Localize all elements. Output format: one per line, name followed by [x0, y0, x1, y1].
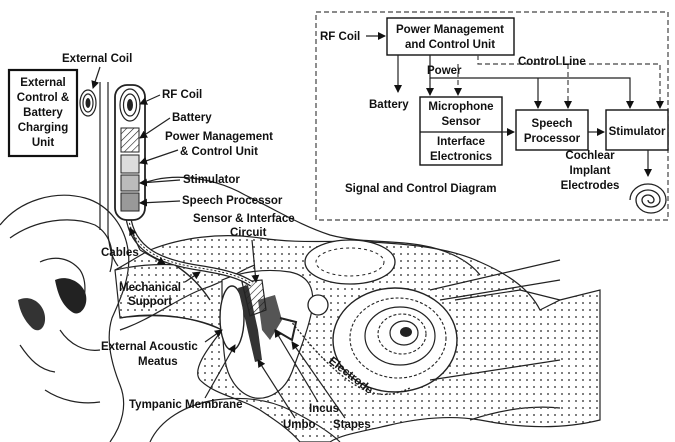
label-incus: Incus	[309, 403, 339, 415]
ext-unit-line-3: Battery	[23, 107, 63, 119]
label-mechanical-2: Support	[128, 296, 172, 308]
ext-unit-line-1: External	[20, 77, 65, 89]
label-external-coil: External Coil	[62, 53, 132, 65]
ext-unit-line-5: Unit	[32, 137, 55, 149]
diag-pmcu-line-1: Power Management	[396, 24, 504, 36]
label-mechanical-1: Mechanical	[119, 282, 181, 294]
ext-unit-line-2: Control &	[17, 92, 69, 104]
diag-speech-line-2: Processor	[524, 133, 581, 145]
signal-control-diagram: RF Coil Power Management and Control Uni…	[316, 12, 668, 220]
concha-shading-2	[18, 298, 45, 330]
rf-coil-spiral	[120, 89, 140, 121]
label-meatus-2: Meatus	[138, 356, 178, 368]
label-power-mgmt-1: Power Management	[165, 131, 273, 143]
label-tympanic-membrane: Tympanic Membrane	[129, 399, 243, 411]
label-stapes: Stapes	[333, 419, 371, 431]
label-meatus-1: External Acoustic	[101, 341, 198, 353]
vestibular-canal	[305, 240, 395, 284]
diag-power-label: Power	[427, 65, 462, 77]
label-sensor-2: Circuit	[230, 227, 267, 239]
diag-pmcu-line-2: and Control Unit	[405, 39, 495, 51]
diag-speech-line-1: Speech	[532, 118, 573, 130]
label-cables: Cables	[101, 247, 139, 259]
diag-iface-line-1: Interface	[437, 136, 485, 148]
label-battery: Battery	[172, 112, 212, 124]
stimulator-cell	[121, 175, 139, 191]
diag-rf-coil-label: RF Coil	[320, 31, 360, 43]
diag-cochlear-line-3: Electrodes	[561, 180, 620, 192]
label-sensor-1: Sensor & Interface	[193, 213, 295, 225]
diag-mic-line-2: Sensor	[442, 116, 482, 128]
diag-iface-line-2: Electronics	[430, 151, 492, 163]
diag-title: Signal and Control Diagram	[345, 183, 496, 195]
diag-cochlear-line-2: Implant	[570, 165, 611, 177]
label-speech-processor: Speech Processor	[182, 195, 283, 207]
power-mgmt-cell	[121, 155, 139, 173]
diag-mic-line-1: Microphone	[428, 101, 493, 113]
label-rf-coil: RF Coil	[162, 89, 202, 101]
diag-control-line-label: Control Line	[518, 56, 586, 68]
battery-cell	[121, 128, 139, 152]
ext-unit-line-4: Charging	[18, 122, 68, 134]
label-stimulator: Stimulator	[183, 174, 240, 186]
speech-processor-cell	[121, 193, 139, 211]
diag-cochlear-line-1: Cochlear	[565, 150, 615, 162]
label-power-mgmt-2: & Control Unit	[180, 146, 258, 158]
concha-shading	[55, 278, 86, 313]
diag-battery-label: Battery	[369, 99, 409, 111]
diag-stimulator-label: Stimulator	[609, 126, 666, 138]
label-umbo: Umbo	[283, 419, 316, 431]
external-coil-spiral	[80, 90, 96, 116]
pinna-inner	[10, 220, 112, 272]
